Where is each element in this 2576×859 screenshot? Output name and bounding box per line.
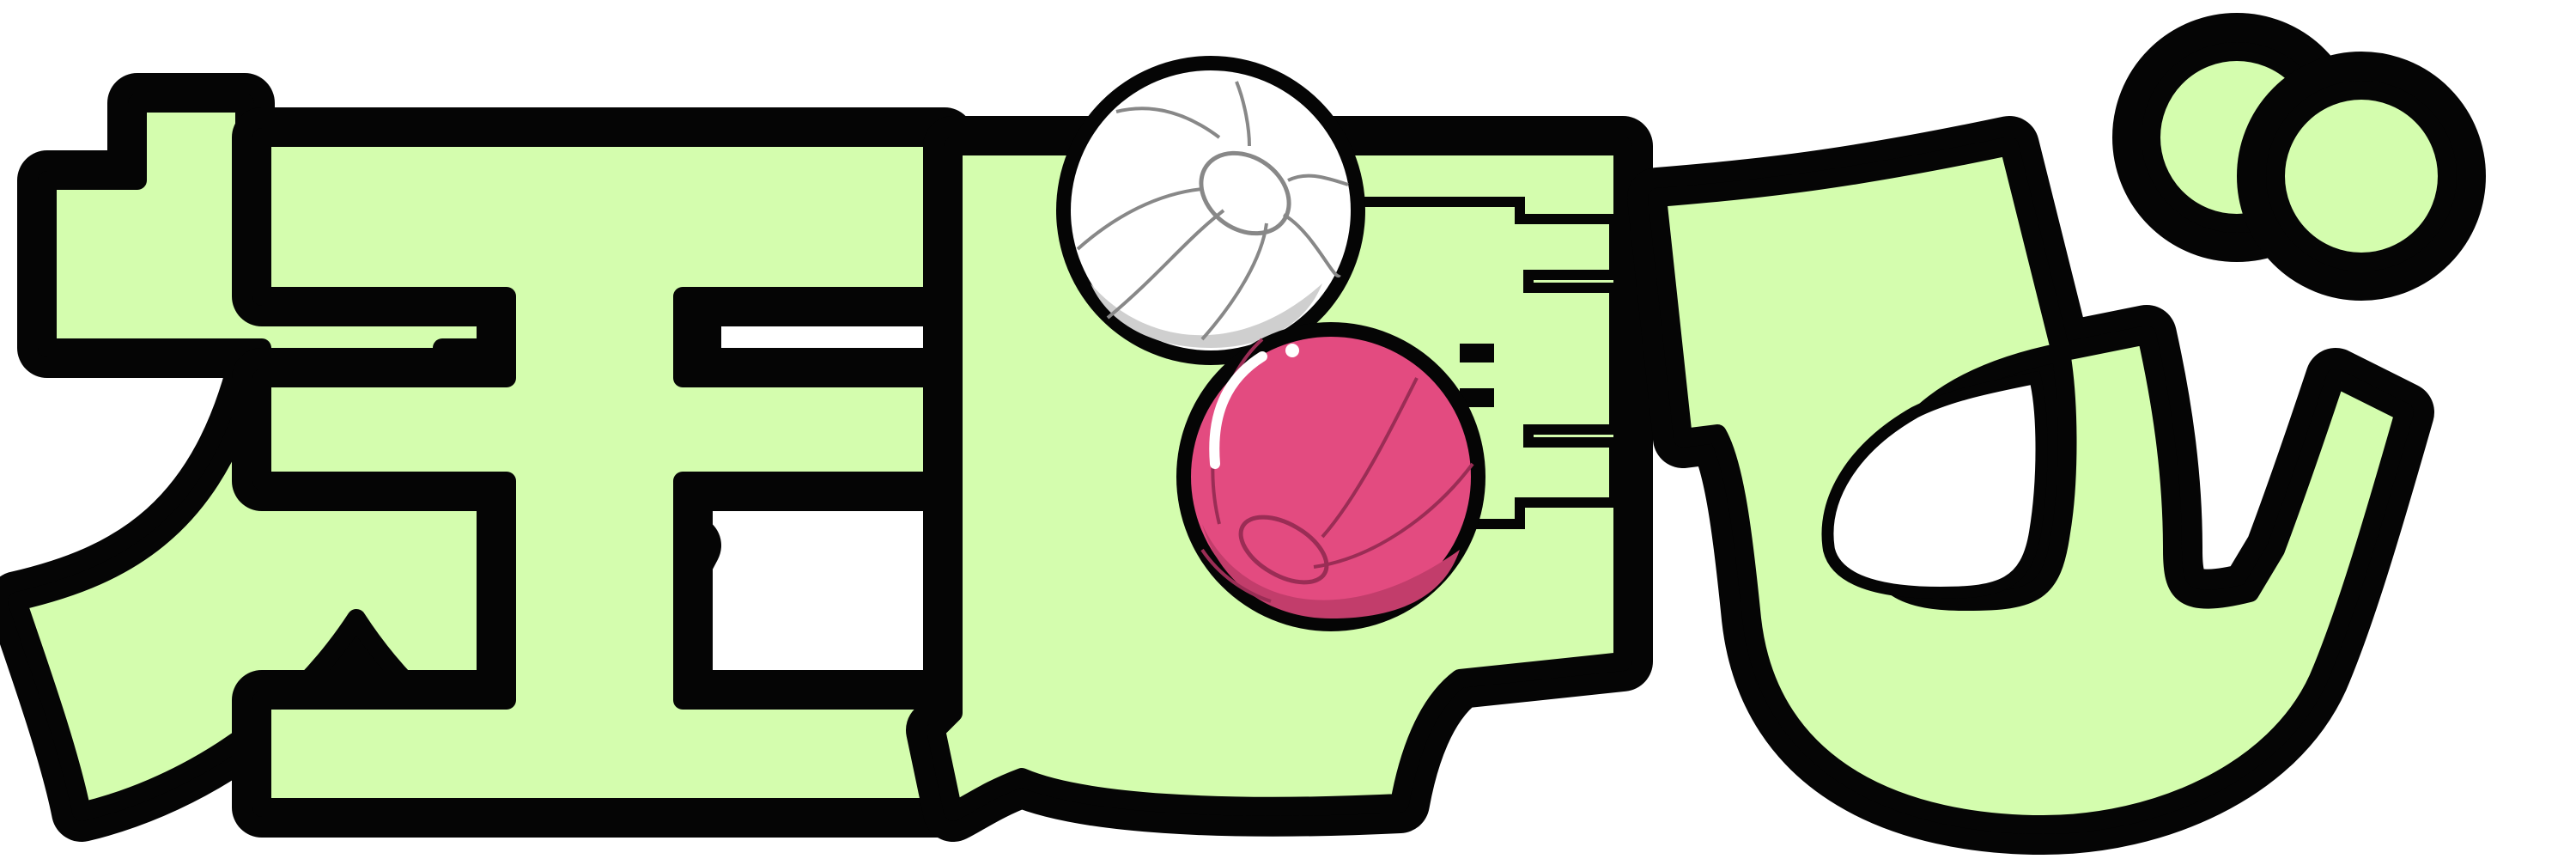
dakuten-dot-2-fill [2266, 81, 2457, 271]
white-ball-icon [1056, 56, 1365, 365]
pink-ball-icon [1176, 322, 1485, 631]
glyph-bi [1627, 13, 2486, 855]
glyph-tama [232, 107, 975, 838]
